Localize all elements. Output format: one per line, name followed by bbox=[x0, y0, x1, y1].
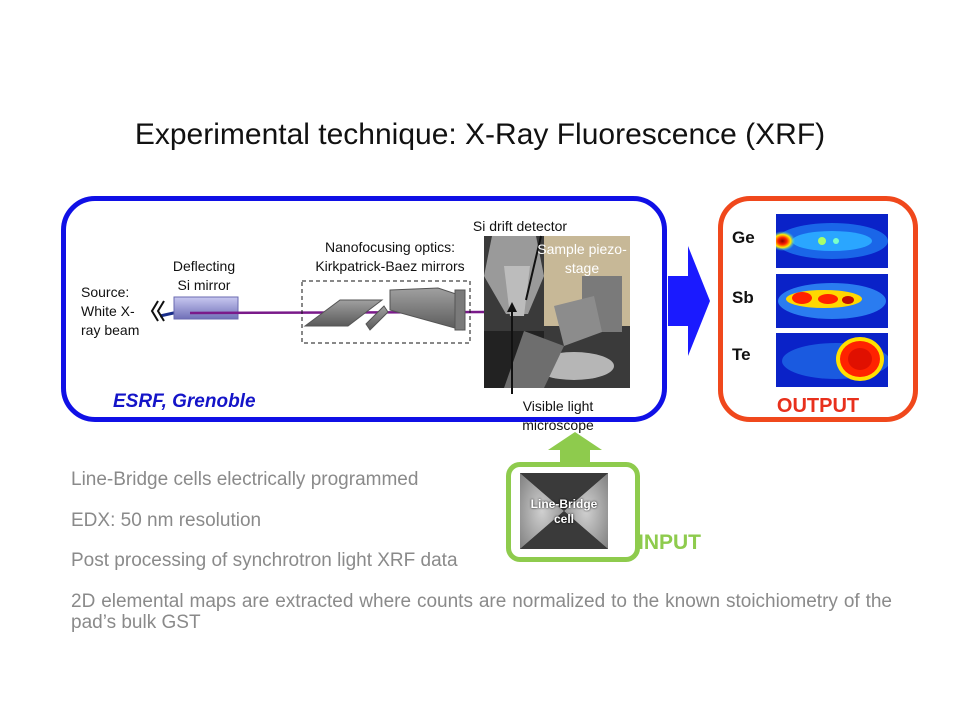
arrow-from-input bbox=[548, 432, 602, 462]
optics-label: Nanofocusing optics: Kirkpatrick-Baez mi… bbox=[315, 239, 465, 274]
kb-mirror-2 bbox=[365, 305, 389, 331]
kb-optics-box bbox=[301, 280, 471, 344]
beam-break-mark-1 bbox=[150, 300, 159, 322]
lb-cell-left-pad bbox=[520, 473, 564, 549]
bullet-2: EDX: 50 nm resolution bbox=[71, 510, 262, 531]
input-label: INPUT bbox=[638, 531, 701, 554]
ge-map-image bbox=[776, 214, 888, 268]
sb-map-hotspot-1 bbox=[792, 292, 812, 304]
te-map-core bbox=[848, 348, 872, 370]
element-label-ge: Ge bbox=[732, 228, 755, 247]
kb-mirror-end bbox=[454, 289, 466, 331]
output-frame bbox=[718, 196, 918, 422]
line-bridge-cell-label: Line-Bridge cell bbox=[530, 497, 598, 526]
bullet-1: Line-Bridge cells electrically programme… bbox=[71, 469, 419, 490]
te-map-image bbox=[776, 333, 888, 387]
input-frame bbox=[506, 462, 640, 562]
lb-cell-right-pad bbox=[564, 473, 608, 549]
ge-map-spot-1 bbox=[818, 237, 826, 245]
output-label: OUTPUT bbox=[776, 395, 860, 417]
sb-map-hotspot-2 bbox=[818, 294, 838, 304]
detector-snout bbox=[504, 266, 530, 316]
detector-label: Si drift detector bbox=[472, 218, 568, 234]
microscope-label: Visible light microscope bbox=[522, 398, 594, 433]
line-bridge-cell-image bbox=[520, 473, 608, 549]
arrow-to-output bbox=[668, 246, 710, 356]
arrow-to-output-shape bbox=[668, 246, 710, 356]
source-label: Source: White X-ray beam bbox=[81, 284, 140, 338]
ge-map-spot-2 bbox=[833, 238, 839, 244]
kb-mirror-1 bbox=[303, 299, 384, 327]
microscope-pointer-head bbox=[507, 302, 517, 312]
arrow-from-input-shape bbox=[548, 432, 602, 462]
ge-map-hotspot bbox=[776, 221, 824, 261]
esrf-setup-frame bbox=[61, 196, 667, 422]
lb-cell-bottom-pad bbox=[520, 511, 608, 549]
page-title: Experimental technique: X-Ray Fluorescen… bbox=[134, 118, 826, 151]
bullet-4: 2D elemental maps are extracted where co… bbox=[71, 591, 892, 633]
sb-map-hotspot-3 bbox=[842, 296, 854, 304]
lb-cell-top-pad bbox=[520, 473, 608, 511]
detector-pointer bbox=[525, 235, 542, 301]
facility-label: ESRF, Grenoble bbox=[113, 391, 256, 412]
beam-break-mark-2 bbox=[156, 300, 165, 322]
element-label-sb: Sb bbox=[732, 288, 754, 307]
stage-label: Sample piezo-stage bbox=[537, 241, 627, 276]
mirror-label: Deflecting Si mirror bbox=[172, 258, 236, 293]
element-label-te: Te bbox=[732, 345, 751, 364]
bullet-3: Post processing of synchrotron light XRF… bbox=[71, 550, 458, 571]
microscope-objective bbox=[504, 331, 564, 388]
stage-arm bbox=[554, 296, 602, 346]
sb-map-image bbox=[776, 274, 888, 328]
